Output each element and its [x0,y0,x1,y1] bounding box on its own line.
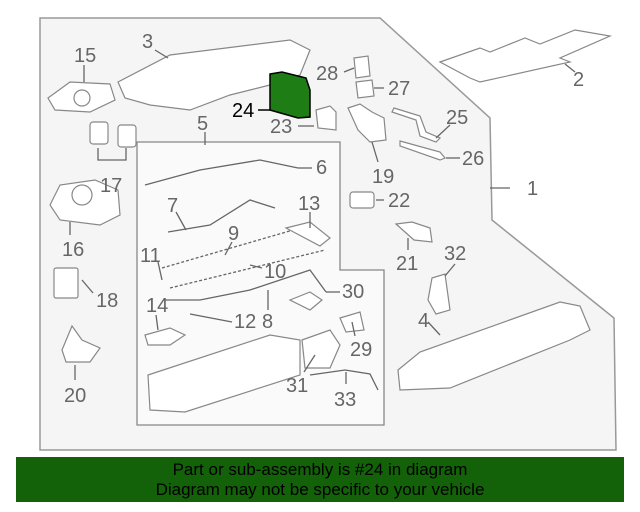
part-22 [349,191,375,209]
callout-9[interactable]: 9 [228,223,239,245]
callout-2[interactable]: 2 [573,69,584,91]
callout-14[interactable]: 14 [146,295,168,317]
callout-7[interactable]: 7 [167,195,178,217]
part-9-bar [161,227,301,269]
callout-15[interactable]: 15 [74,45,96,67]
callout-33[interactable]: 33 [334,389,356,411]
part-25 [391,107,442,143]
part-battery-module [147,334,301,413]
callout-10[interactable]: 10 [264,261,286,283]
part-13 [284,221,331,247]
part-6-harness [144,159,299,186]
callout-29[interactable]: 29 [350,339,372,361]
callout-21[interactable]: 21 [396,253,418,275]
callout-8[interactable]: 8 [262,311,273,333]
leader-lines [69,49,576,384]
callout-19[interactable]: 19 [372,166,394,188]
part-23 [315,105,337,131]
callout-17[interactable]: 17 [100,175,122,197]
callout-16[interactable]: 16 [62,239,84,261]
callout-4[interactable]: 4 [418,310,429,332]
part-18 [53,267,79,299]
part-28 [353,55,371,79]
part-31 [301,329,341,369]
part-16-fan [71,184,93,206]
part-14 [144,327,187,346]
part-19 [347,103,387,143]
part-26 [399,140,446,161]
callout-25[interactable]: 25 [446,107,468,129]
part-10-bar [169,249,326,289]
callout-6[interactable]: 6 [316,157,327,179]
callout-3[interactable]: 3 [142,31,153,53]
part-4-tray [397,301,591,391]
callout-24[interactable]: 24 [232,100,254,122]
callout-32[interactable]: 32 [444,243,466,265]
callout-13[interactable]: 13 [298,193,320,215]
part-30 [288,291,324,311]
callout-12[interactable]: 12 [234,311,256,333]
part-20 [61,324,101,363]
part-8-harness [165,269,327,301]
banner-line-part: Part or sub-assembly is #24 in diagram [172,460,468,479]
part-7-harness [167,199,276,233]
callout-27[interactable]: 27 [388,78,410,100]
part-27 [355,79,375,99]
callout-11[interactable]: 11 [140,245,161,267]
part-2-cover [438,29,613,83]
callout-26[interactable]: 26 [462,148,484,170]
callout-5[interactable]: 5 [197,113,208,135]
part-15-hole [73,89,91,107]
part-32 [427,273,451,315]
callout-23[interactable]: 23 [270,116,292,138]
part-21 [394,221,433,243]
callout-18[interactable]: 18 [96,290,118,312]
part-24-highlighted [269,71,311,119]
callout-20[interactable]: 20 [64,385,86,407]
info-banner: Part or sub-assembly is #24 in diagram D… [16,457,624,502]
callout-28[interactable]: 28 [316,63,338,85]
callout-31[interactable]: 31 [286,375,308,397]
part-33 [309,369,379,391]
callout-30[interactable]: 30 [342,281,364,303]
banner-line-disclaimer: Diagram may not be specific to your vehi… [155,480,485,499]
part-17a [89,121,109,145]
part-17b [117,124,137,148]
callout-22[interactable]: 22 [388,190,410,212]
callout-1[interactable]: 1 [527,178,538,200]
